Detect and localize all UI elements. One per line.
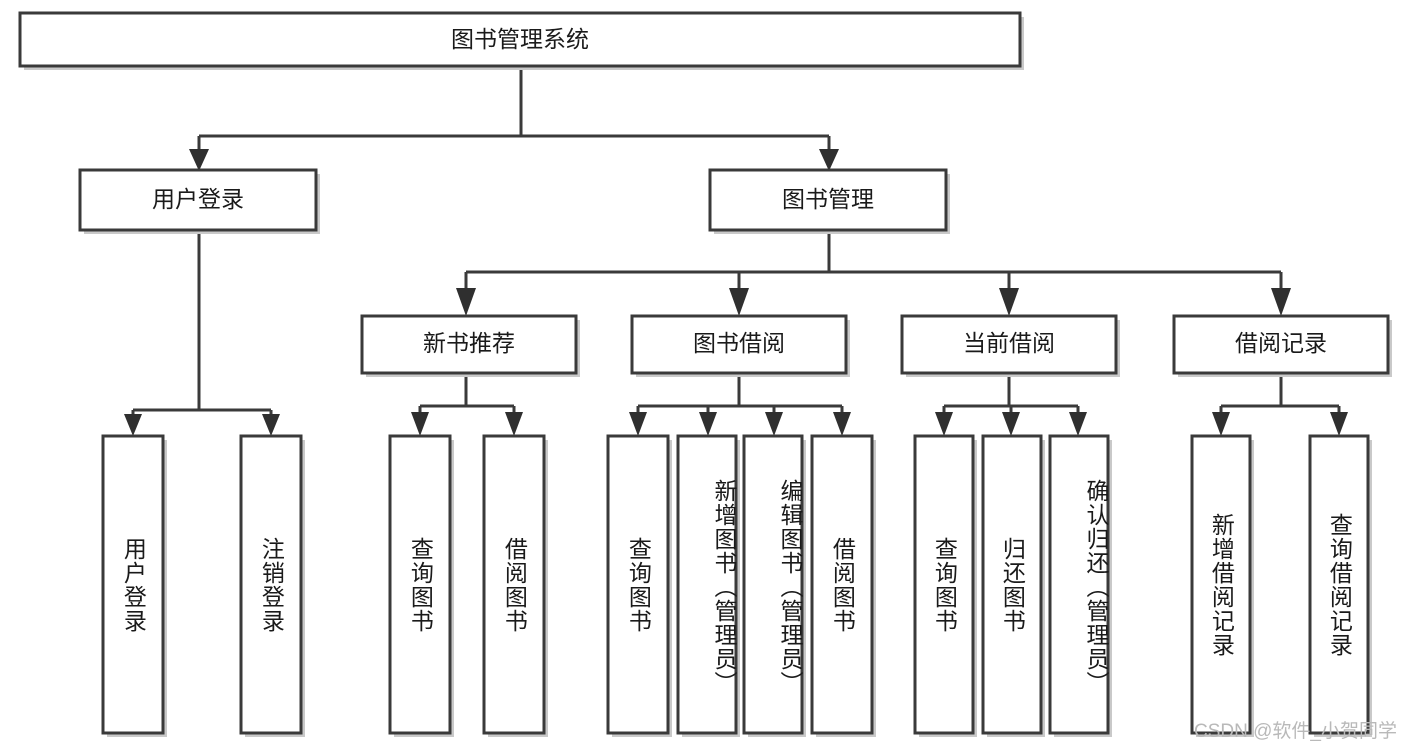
connector-group-borrow-record bbox=[1212, 375, 1348, 436]
arrow-head-leaf-user-login bbox=[124, 414, 142, 436]
node-new-book-rec-label: 新书推荐 bbox=[423, 330, 515, 356]
arrow-head-user-login bbox=[189, 149, 209, 171]
arrow-head-bb-add bbox=[699, 412, 717, 436]
leaf-box-br-add[interactable] bbox=[1190, 434, 1252, 735]
connector-group-current-borrow bbox=[935, 375, 1087, 436]
arrow-head-current-borrow bbox=[999, 288, 1019, 316]
arrow-head-nb-borrow bbox=[505, 412, 523, 436]
connector-group-book-mgmt bbox=[456, 232, 1291, 316]
leaf-box-nb-borrow[interactable] bbox=[482, 434, 546, 735]
arrow-head-cb-return bbox=[1002, 412, 1020, 436]
arrow-head-book-mgmt bbox=[819, 149, 839, 171]
leaf-box-bb-query[interactable] bbox=[606, 434, 670, 735]
node-root-box[interactable] bbox=[18, 11, 1022, 68]
node-current-borrow-label: 当前借阅 bbox=[963, 330, 1055, 356]
leaf-box-user-login[interactable] bbox=[101, 434, 165, 735]
leaf-box-cb-return[interactable] bbox=[981, 434, 1043, 735]
connector-group-user-login bbox=[124, 232, 280, 436]
node-book-mgmt-label: 图书管理 bbox=[782, 186, 874, 212]
node-borrow-record-label: 借阅记录 bbox=[1235, 330, 1327, 356]
connector-group-new-book-rec bbox=[411, 375, 523, 436]
arrow-head-cb-query bbox=[935, 412, 953, 436]
node-book-mgmt-box[interactable] bbox=[708, 168, 948, 232]
node-user-login-box[interactable] bbox=[78, 168, 318, 232]
leaf-box-cb-confirm[interactable] bbox=[1048, 434, 1110, 735]
arrow-head-book-borrow bbox=[729, 288, 749, 316]
connector-group-root bbox=[189, 66, 839, 171]
leaf-box-bb-add[interactable] bbox=[676, 434, 738, 735]
arrow-head-bb-edit bbox=[765, 412, 783, 436]
connector-group-book-borrow bbox=[629, 375, 851, 436]
arrow-head-cb-confirm bbox=[1069, 412, 1087, 436]
leaf-box-nb-query[interactable] bbox=[388, 434, 452, 735]
arrow-head-leaf-logout bbox=[262, 414, 280, 436]
node-new-book-rec-box[interactable] bbox=[360, 314, 578, 375]
watermark-text: CSDN @软件_小贺同学 bbox=[1194, 721, 1397, 742]
arrow-head-bb-borrow bbox=[833, 412, 851, 436]
node-current-borrow-box[interactable] bbox=[900, 314, 1118, 375]
leaf-box-bb-borrow[interactable] bbox=[810, 434, 874, 735]
node-book-borrow-box[interactable] bbox=[630, 314, 848, 375]
leaf-box-bb-edit[interactable] bbox=[742, 434, 804, 735]
arrow-head-new-book-rec bbox=[456, 288, 476, 316]
node-root-label: 图书管理系统 bbox=[451, 26, 589, 52]
node-borrow-record-box[interactable] bbox=[1172, 314, 1390, 375]
arrow-head-bb-query bbox=[629, 412, 647, 436]
leaf-box-logout[interactable] bbox=[239, 434, 303, 735]
arrow-head-borrow-record bbox=[1271, 288, 1291, 316]
node-book-borrow-label: 图书借阅 bbox=[693, 330, 785, 356]
arrow-head-nb-query bbox=[411, 412, 429, 436]
leaf-box-br-query[interactable] bbox=[1308, 434, 1370, 735]
node-user-login-label: 用户登录 bbox=[152, 186, 244, 212]
arrow-head-br-query bbox=[1330, 412, 1348, 436]
arrow-head-br-add bbox=[1212, 412, 1230, 436]
leaf-box-cb-query[interactable] bbox=[913, 434, 975, 735]
